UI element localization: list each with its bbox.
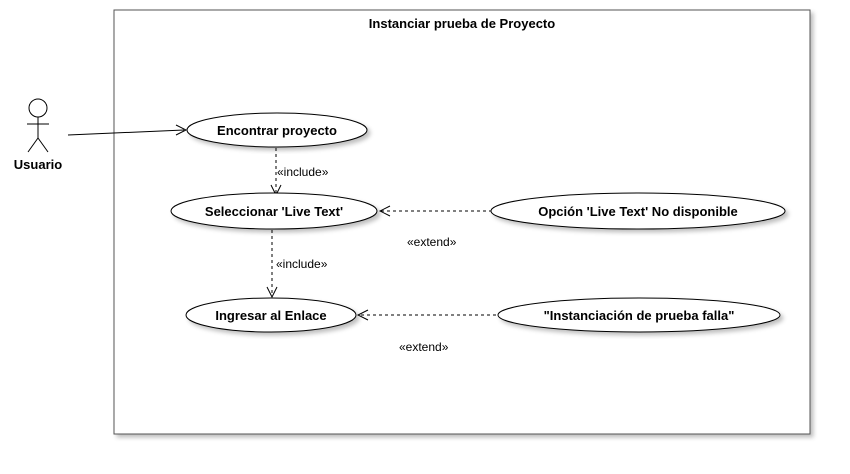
include-1-label: «include» (277, 165, 329, 179)
actor-usuario (27, 98, 49, 153)
use-case-opcion-ellipse (490, 192, 786, 230)
use-case-encontrar-label: Encontrar proyecto (217, 123, 337, 138)
system-title: Instanciar prueba de Proyecto (369, 16, 555, 31)
use-case-seleccionar-label: Seleccionar 'Live Text' (205, 204, 343, 219)
use-case-ingresar: Ingresar al Enlace (185, 297, 357, 333)
use-case-instanciacion-label: "Instanciación de prueba falla" (544, 308, 735, 323)
use-case-opcion: Opción 'Live Text' No disponible (490, 192, 786, 230)
extend-1-label: «extend» (407, 235, 457, 249)
include-2-label: «include» (276, 257, 328, 271)
extend-2-arrowhead (356, 309, 369, 321)
use-case-encontrar: Encontrar proyecto (186, 112, 368, 148)
use-case-seleccionar-ellipse (170, 192, 378, 230)
use-case-opcion-label: Opción 'Live Text' No disponible (538, 204, 738, 219)
use-case-ingresar-label: Ingresar al Enlace (215, 308, 326, 323)
actor-name: Usuario (14, 157, 62, 172)
association-line (67, 129, 185, 136)
include-2-arrowhead (266, 286, 278, 299)
use-case-encontrar-ellipse (186, 112, 368, 148)
use-case-ingresar-ellipse (185, 297, 357, 333)
extend-2-label: «extend» (399, 340, 449, 354)
association-arrowhead (175, 124, 188, 136)
actor-head (28, 98, 48, 118)
use-case-instanciacion: "Instanciación de prueba falla" (497, 297, 781, 333)
actor-right-leg (37, 137, 49, 153)
use-case-instanciacion-ellipse (497, 297, 781, 333)
use-case-seleccionar: Seleccionar 'Live Text' (170, 192, 378, 230)
actor-left-leg (27, 137, 39, 153)
extend-1-arrowhead (378, 205, 391, 217)
